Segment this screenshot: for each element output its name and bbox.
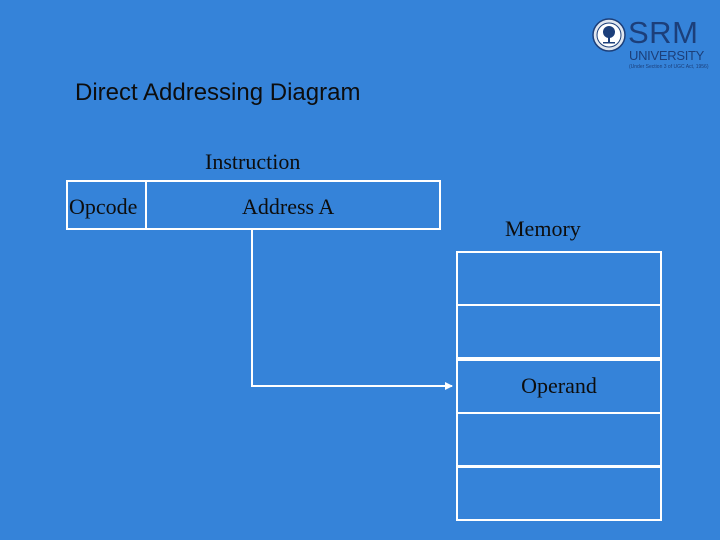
instruction-format-box: Opcode Address A <box>66 180 441 230</box>
field-divider <box>145 182 147 228</box>
tree-emblem-icon <box>592 18 626 52</box>
memory-cell <box>456 466 662 521</box>
slide-title: Direct Addressing Diagram <box>75 79 361 106</box>
memory-caption: Memory <box>505 216 581 241</box>
instruction-caption: Instruction <box>205 149 301 174</box>
opcode-field: Opcode <box>69 194 138 219</box>
address-field: Address A <box>242 194 335 219</box>
memory-cell <box>456 304 662 359</box>
logo-subtitle: UNIVERSITY <box>629 48 705 63</box>
logo-tagline: (Under Section 3 of UGC Act, 1956) <box>629 64 709 70</box>
logo-name: SRM <box>628 15 699 50</box>
university-logo: SRM UNIVERSITY (Under Section 3 of UGC A… <box>592 15 708 72</box>
operand-label: Operand <box>521 373 597 398</box>
